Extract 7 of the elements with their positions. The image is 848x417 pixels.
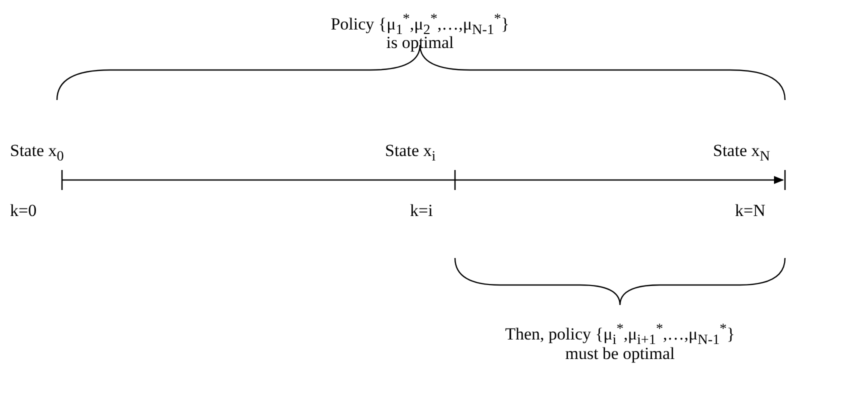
policy-label: is optimal	[386, 33, 454, 54]
state-label: State x$_{N}$	[713, 140, 770, 166]
state-label: State x$_{0}$	[10, 140, 64, 166]
state-label: State x$_{i}$	[385, 140, 436, 166]
stage-label: k=i	[410, 200, 433, 222]
stage-label: k=0	[10, 200, 37, 222]
stage-label: k=N	[735, 200, 766, 222]
